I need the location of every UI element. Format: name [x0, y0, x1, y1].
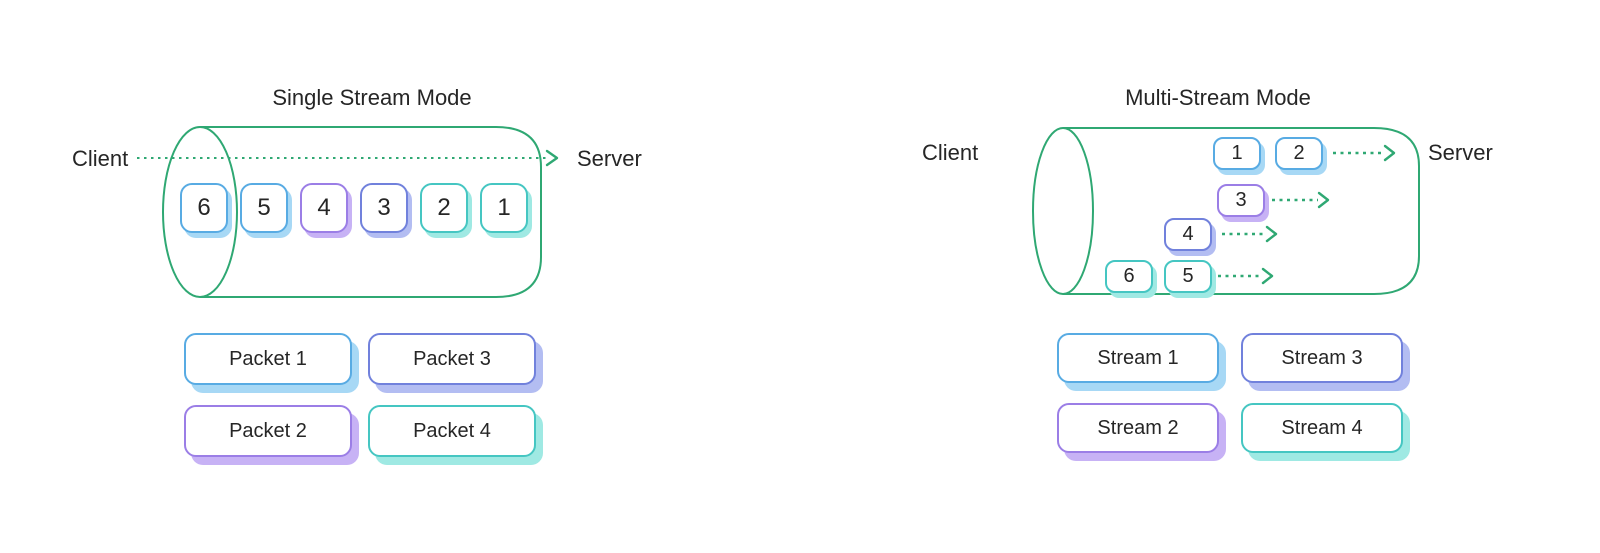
- legend-stream-2: Stream 2: [1057, 403, 1219, 453]
- left-legend: Packet 1 Packet 3 Packet 2 Packet 4: [184, 333, 536, 457]
- left-arrowhead-icon: [545, 149, 559, 167]
- packet-box-1-label: 1: [497, 194, 511, 221]
- stream-box-5: 5: [1164, 260, 1212, 293]
- packet-box-1: 1: [480, 183, 528, 233]
- stream-box-6-label: 6: [1123, 265, 1135, 287]
- left-client-label: Client: [72, 146, 129, 171]
- legend-stream-4: Stream 4: [1241, 403, 1403, 453]
- packet-box-2: 2: [420, 183, 468, 233]
- right-tunnel-cap: [1032, 127, 1094, 295]
- stream-box-3: 3: [1217, 184, 1265, 217]
- legend-packet-1-label: Packet 1: [229, 347, 307, 370]
- stream-arrowhead-4-icon: [1261, 267, 1274, 285]
- stream-box-1: 1: [1213, 137, 1261, 170]
- legend-packet-4: Packet 4: [368, 405, 536, 457]
- right-diagram-title: Multi-Stream Mode: [1125, 85, 1311, 110]
- stream-arrowhead-1-icon: [1383, 144, 1396, 162]
- legend-packet-3-label: Packet 3: [413, 347, 491, 370]
- legend-packet-4-label: Packet 4: [413, 419, 491, 442]
- right-client-label: Client: [922, 140, 979, 165]
- packet-box-4-label: 4: [317, 194, 331, 221]
- legend-stream-1-label: Stream 1: [1097, 346, 1179, 369]
- left-server-label: Server: [577, 146, 642, 171]
- right-server-label: Server: [1428, 140, 1493, 165]
- legend-packet-2: Packet 2: [184, 405, 352, 457]
- stream-arrowhead-3-icon: [1265, 225, 1278, 243]
- legend-packet-3: Packet 3: [368, 333, 536, 385]
- stream-arrowhead-2-icon: [1317, 191, 1330, 209]
- packet-box-4: 4: [300, 183, 348, 233]
- stream-box-1-label: 1: [1231, 142, 1243, 164]
- packet-box-2-label: 2: [437, 194, 451, 221]
- legend-stream-4-label: Stream 4: [1281, 416, 1363, 439]
- packet-box-5: 5: [240, 183, 288, 233]
- stream-box-5-label: 5: [1182, 265, 1194, 287]
- packet-box-3: 3: [360, 183, 408, 233]
- legend-packet-2-label: Packet 2: [229, 419, 307, 442]
- stream-box-2-label: 2: [1293, 142, 1305, 164]
- legend-stream-3: Stream 3: [1241, 333, 1403, 383]
- packet-box-3-label: 3: [377, 194, 391, 221]
- stream-box-3-label: 3: [1235, 189, 1247, 211]
- legend-stream-1: Stream 1: [1057, 333, 1219, 383]
- legend-packet-1: Packet 1: [184, 333, 352, 385]
- legend-stream-3-label: Stream 3: [1281, 346, 1363, 369]
- stream-box-2: 2: [1275, 137, 1323, 170]
- packet-box-6: 6: [180, 183, 228, 233]
- stream-box-6: 6: [1105, 260, 1153, 293]
- stream-box-4: 4: [1164, 218, 1212, 251]
- right-legend: Stream 1 Stream 3 Stream 2 Stream 4: [1057, 333, 1403, 453]
- left-diagram-title: Single Stream Mode: [272, 85, 472, 110]
- legend-stream-2-label: Stream 2: [1097, 416, 1179, 439]
- packet-box-6-label: 6: [197, 194, 211, 221]
- packet-box-5-label: 5: [257, 194, 271, 221]
- stream-box-4-label: 4: [1182, 223, 1194, 245]
